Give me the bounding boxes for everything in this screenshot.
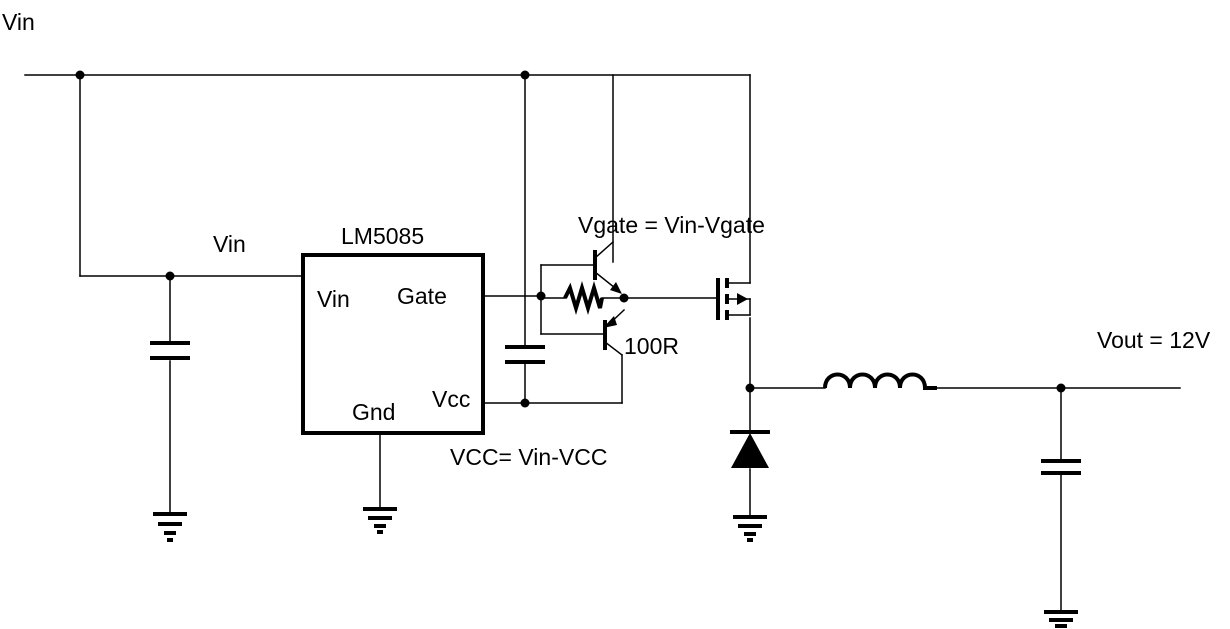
vcc-capacitor — [505, 345, 545, 364]
ground-symbol — [1044, 610, 1078, 628]
junction-dot — [536, 291, 546, 301]
output-capacitor — [1041, 459, 1081, 475]
resistor-value-label: 100R — [624, 333, 679, 359]
pin-gnd-label: Gnd — [352, 399, 395, 425]
input-capacitor — [150, 341, 190, 360]
vout-label: Vout = 12V — [1097, 327, 1211, 353]
pin-gate-label: Gate — [397, 283, 447, 309]
vin-rail-label: Vin — [2, 9, 35, 35]
junction-dot — [745, 383, 755, 393]
high-side-mosfet — [716, 278, 751, 320]
junction-dot — [520, 70, 530, 80]
freewheel-diode — [730, 430, 770, 468]
junction-dot — [520, 398, 530, 408]
vin-node-label: Vin — [213, 231, 246, 257]
ground-symbol — [733, 515, 767, 542]
output-inductor — [823, 372, 937, 390]
vgate-equation-label: Vgate = Vin-Vgate — [578, 212, 765, 238]
junction-dot — [75, 70, 85, 80]
ground-symbol — [363, 507, 397, 534]
junction-dots — [75, 70, 1066, 408]
wires — [24, 74, 1181, 612]
vcc-equation-label: VCC= Vin-VCC — [450, 444, 607, 470]
lower-pnp-transistor — [603, 308, 626, 357]
gate-resistor — [563, 281, 604, 315]
ic-name-label: LM5085 — [341, 223, 424, 249]
junction-dot — [165, 271, 175, 281]
junction-dot — [1056, 383, 1066, 393]
pin-vin-label: Vin — [317, 286, 350, 312]
junction-dot — [619, 293, 629, 303]
upper-npn-transistor — [593, 240, 622, 294]
pin-vcc-label: Vcc — [432, 386, 470, 412]
ground-symbol — [153, 512, 187, 542]
lm5085-ic-body — [301, 253, 485, 435]
